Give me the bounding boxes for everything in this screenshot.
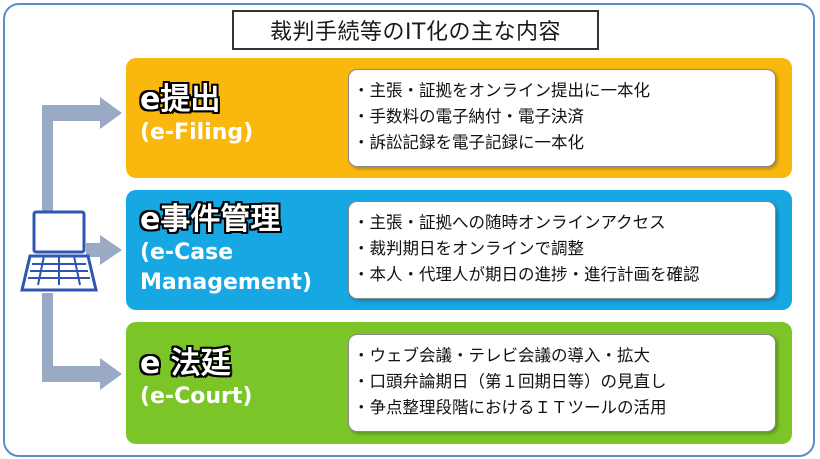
arrow-right-icon [42,97,122,129]
trunk-upper [42,105,53,213]
section-name: e 法廷 [140,346,231,381]
list-item: 本人・代理人が期日の進捗・進行計画を確認 [359,262,765,288]
diagram-title: 裁判手続等のIT化の主な内容 [232,10,599,50]
section-e-court: e 法廷 (e-Court) ウェブ会議・テレビ会議の導入・拡大 口頭弁論期日（… [126,322,792,444]
section-english: (e-Filing) [140,120,254,145]
section-label: e提出 (e-Filing) [140,82,253,148]
trunk-lower [42,293,53,379]
arrow-right-icon [86,235,122,265]
section-details-card: 主張・証拠をオンライン提出に一本化 手数料の電子納付・電子決済 訴訟記録を電子記… [348,69,776,167]
laptop-icon [20,210,98,292]
list-item: 口頭弁論期日（第１回期日等）の見直し [359,369,765,395]
section-label: e事件管理 (e-Case Management) [140,202,312,298]
section-english-line-2: Management) [140,270,312,295]
diagram-title-text: 裁判手続等のIT化の主な内容 [270,20,561,45]
section-english-line-1: (e-Case [140,240,234,265]
connector-arrows [20,97,122,390]
arrow-right-icon [42,358,122,390]
list-item: 裁判期日をオンラインで調整 [359,236,765,262]
section-name: e事件管理 [140,202,281,237]
section-english: (e-Court) [140,384,253,409]
list-item: 主張・証拠をオンライン提出に一本化 [359,78,765,104]
section-e-filing: e提出 (e-Filing) 主張・証拠をオンライン提出に一本化 手数料の電子納… [126,58,792,178]
section-details-card: 主張・証拠への随時オンラインアクセス 裁判期日をオンラインで調整 本人・代理人が… [348,201,776,299]
section-details-card: ウェブ会議・テレビ会議の導入・拡大 口頭弁論期日（第１回期日等）の見直し 争点整… [348,334,776,432]
list-item: 主張・証拠への随時オンラインアクセス [359,210,765,236]
list-item: 手数料の電子納付・電子決済 [359,104,765,130]
section-e-case-management: e事件管理 (e-Case Management) 主張・証拠への随時オンライン… [126,190,792,310]
list-item: 争点整理段階におけるＩＴツールの活用 [359,395,765,421]
section-label: e 法廷 (e-Court) [140,346,252,412]
section-name: e提出 [140,82,221,117]
list-item: 訴訟記録を電子記録に一本化 [359,130,765,156]
list-item: ウェブ会議・テレビ会議の導入・拡大 [359,343,765,369]
